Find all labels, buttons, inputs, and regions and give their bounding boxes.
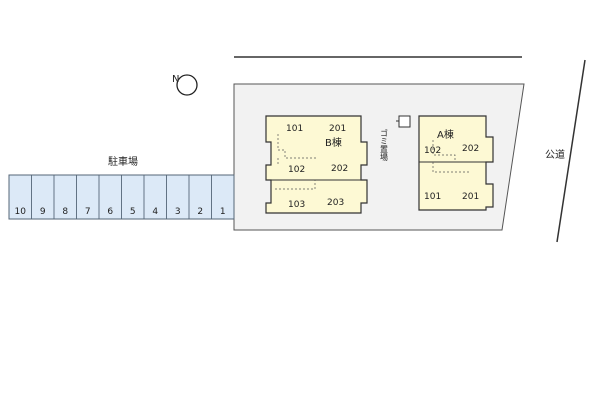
building-a-label: A棟 [437,128,454,141]
a-unit-101: 101 [424,192,441,202]
parking-lot: 10 9 8 7 6 5 4 3 2 1 [8,174,235,220]
a-unit-201: 201 [462,192,479,202]
parking-space-4: 4 [152,207,158,217]
building-a: A棟 102 202 101 201 [418,115,494,211]
parking-space-3: 3 [175,207,181,217]
road-edge-line [556,59,586,243]
north-arrow-icon: N [172,74,198,96]
road-label: 公道 [545,148,565,161]
parking-space-5: 5 [130,207,136,217]
parking-label: 駐車場 [108,155,138,168]
b-unit-203: 203 [327,198,344,208]
b-unit-101: 101 [286,124,303,134]
b-unit-103: 103 [288,200,305,210]
parking-space-9: 9 [40,207,46,217]
garbage-bin-icon [398,115,411,128]
a-unit-102: 102 [424,146,441,156]
garbage-label: ゴミ置場 [380,128,389,162]
b-unit-102: 102 [288,165,305,175]
parking-space-6: 6 [107,207,113,217]
parking-space-8: 8 [62,207,68,217]
a-unit-202: 202 [462,144,479,154]
parking-space-10: 10 [15,207,27,217]
building-b-label: B棟 [325,136,342,149]
parking-space-7: 7 [85,207,91,217]
parking-space-1: 1 [220,207,226,217]
north-label: N [172,74,179,85]
building-b: 101 201 B棟 102 202 103 203 [265,115,368,214]
parking-space-2: 2 [197,207,203,217]
b-unit-202: 202 [331,164,348,174]
b-unit-201: 201 [329,124,346,134]
garbage-area: ゴミ置場 [380,115,411,162]
